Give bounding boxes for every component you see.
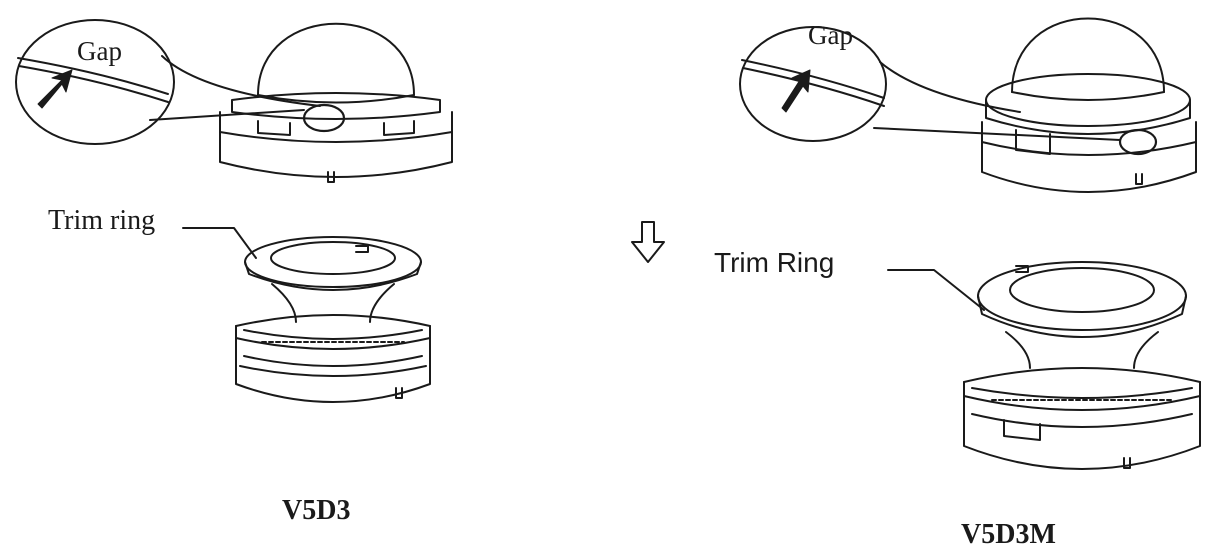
gap-label-left: Gap [77, 36, 122, 66]
model-label-v5d3: V5D3 [282, 495, 351, 526]
arrow-icon [37, 69, 73, 109]
v5d3m-trim-ring-exploded [887, 261, 1201, 470]
v5d3m-dome-assembled [981, 17, 1197, 193]
trim-ring-label-left: Trim ring [48, 205, 156, 236]
arrow-icon [781, 69, 811, 113]
gap-label-right: Gap [808, 20, 853, 50]
v5d3-trim-ring-exploded [182, 227, 431, 403]
down-arrow-icon [631, 221, 665, 263]
v5d3-dome-assembled [219, 22, 453, 183]
gap-magnifier-left [15, 19, 321, 145]
model-label-v5d3m: V5D3M [961, 519, 1056, 550]
gap-magnifier-right [739, 26, 1121, 142]
trim-ring-label-right: Trim Ring [714, 247, 835, 278]
